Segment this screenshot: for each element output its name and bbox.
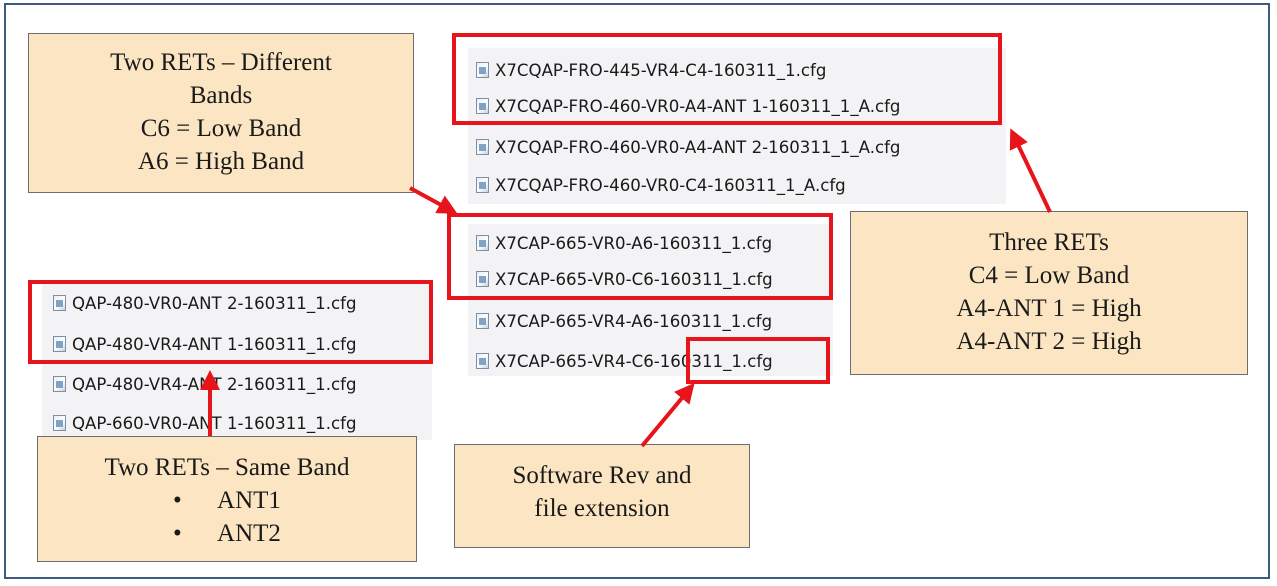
file-item[interactable]: QAP-480-VR0-ANT 2-160311_1.cfg	[53, 288, 356, 318]
arrow-different-bands	[409, 186, 458, 214]
highlight-top-right-pair	[452, 33, 1002, 125]
file-name: X7CQAP-FRO-460-VR0-A4-ANT 1-160311_1_A.c…	[495, 96, 901, 116]
cfg-file-icon	[476, 177, 489, 193]
callout-line: Two RETs – Different	[110, 49, 332, 76]
file-name: X7CAP-665-VR4-A6-160311_1.cfg	[495, 311, 773, 331]
callout-line: C4 = Low Band	[968, 262, 1130, 289]
highlight-middle-pair	[447, 213, 833, 300]
outer-frame	[4, 3, 1270, 579]
cfg-file-icon	[53, 336, 66, 352]
cfg-file-icon	[476, 139, 489, 155]
file-list-middle-bg	[468, 224, 833, 376]
cfg-file-icon	[53, 295, 66, 311]
cfg-file-icon	[53, 415, 66, 431]
file-item[interactable]: X7CQAP-FRO-460-VR0-A4-ANT 2-160311_1_A.c…	[476, 132, 900, 162]
file-item[interactable]: QAP-480-VR4-ANT 1-160311_1.cfg	[53, 329, 356, 359]
file-item[interactable]: X7CAP-665-VR0-C6-160311_1.cfg	[476, 264, 773, 294]
callout-three-rets: Three RETs C4 = Low Band A4-ANT 1 = High…	[850, 211, 1248, 375]
file-item[interactable]: QAP-660-VR0-ANT 1-160311_1.cfg	[53, 408, 356, 438]
cfg-file-icon	[476, 353, 489, 369]
bullet-item: • ANT1	[173, 484, 281, 517]
bullet-text: ANT2	[217, 520, 281, 547]
highlight-software-rev	[686, 337, 830, 384]
file-item[interactable]: X7CQAP-FRO-460-VR0-C4-160311_1_A.cfg	[476, 170, 846, 200]
bullet-item: • ANT2	[173, 517, 281, 550]
callout-title: Two RETs – Same Band	[104, 454, 350, 481]
cfg-file-icon	[476, 271, 489, 287]
file-name: X7CQAP-FRO-460-VR0-A4-ANT 2-160311_1_A.c…	[495, 137, 901, 157]
file-item[interactable]: X7CAP-665-VR0-A6-160311_1.cfg	[476, 228, 772, 258]
callout-line: Software Rev and	[512, 462, 692, 489]
file-name: QAP-480-VR4-ANT 1-160311_1.cfg	[72, 334, 357, 354]
file-name: X7CQAP-FRO-460-VR0-C4-160311_1_A.cfg	[495, 175, 846, 195]
arrow-three-rets	[1009, 128, 1052, 213]
callout-different-bands: Two RETs – Different Bands C6 = Low Band…	[28, 33, 414, 193]
cfg-file-icon	[476, 235, 489, 251]
callout-same-band: Two RETs – Same Band • ANT1 • ANT2	[37, 436, 417, 562]
file-name: X7CAP-665-VR0-A6-160311_1.cfg	[495, 233, 773, 253]
callout-line: C6 = Low Band	[140, 115, 302, 142]
bullet-text: ANT1	[217, 487, 281, 514]
file-list-top-right-bg	[468, 48, 1006, 204]
file-item[interactable]: X7CAP-665-VR4-A6-160311_1.cfg	[476, 306, 772, 336]
file-name: X7CQAP-FRO-445-VR4-C4-160311_1.cfg	[495, 60, 827, 80]
file-name: QAP-480-VR0-ANT 2-160311_1.cfg	[72, 293, 357, 313]
callout-line: A4-ANT 2 = High	[956, 328, 1142, 355]
arrow-software-rev	[640, 382, 695, 448]
callout-line: Bands	[189, 82, 253, 109]
cfg-file-icon	[476, 313, 489, 329]
callout-software-rev: Software Rev and file extension	[454, 444, 750, 548]
bullet-dot: •	[173, 520, 182, 547]
cfg-file-icon	[53, 376, 66, 392]
file-name: X7CAP-665-VR0-C6-160311_1.cfg	[495, 269, 773, 289]
file-name: X7CAP-665-VR4-C6-160311_1.cfg	[495, 351, 773, 371]
cfg-file-icon	[476, 62, 489, 78]
bullet-list: • ANT1 • ANT2	[173, 484, 281, 550]
file-name: QAP-660-VR0-ANT 1-160311_1.cfg	[72, 413, 357, 433]
highlight-left-pair	[28, 280, 433, 364]
callout-line: Three RETs	[989, 229, 1109, 256]
file-item[interactable]: X7CQAP-FRO-460-VR0-A4-ANT 1-160311_1_A.c…	[476, 91, 900, 121]
file-item[interactable]: X7CAP-665-VR4-C6-160311_1.cfg	[476, 346, 773, 376]
callout-line: A4-ANT 1 = High	[956, 295, 1142, 322]
file-item[interactable]: X7CQAP-FRO-445-VR4-C4-160311_1.cfg	[476, 55, 826, 85]
cfg-file-icon	[476, 98, 489, 114]
callout-line: A6 = High Band	[137, 148, 305, 175]
bullet-dot: •	[173, 487, 182, 514]
callout-line: file extension	[534, 495, 670, 522]
